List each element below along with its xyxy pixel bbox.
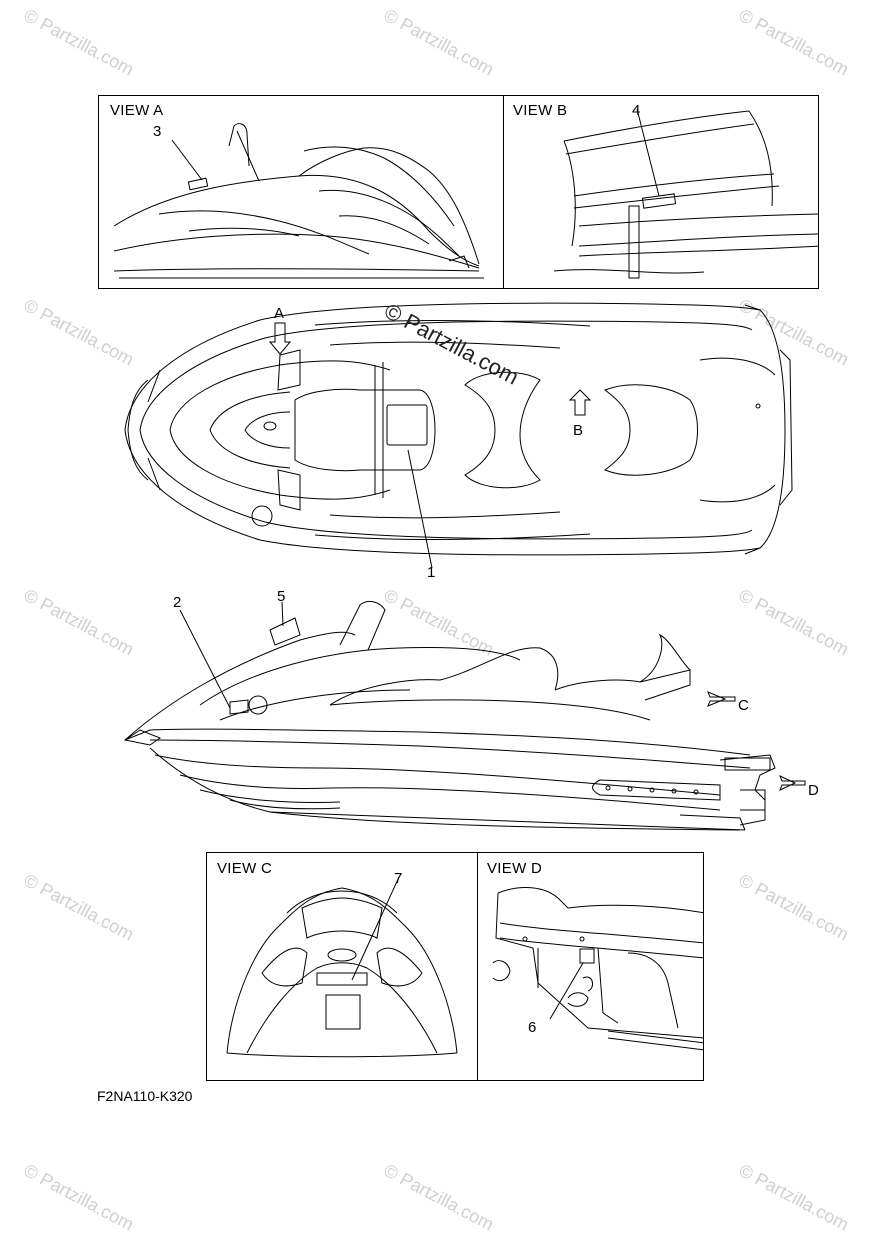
watermark: © Partzilla.com (20, 870, 138, 945)
watermark: © Partzilla.com (735, 870, 853, 945)
view-b-drawing (504, 96, 819, 289)
callout-3: 3 (153, 123, 162, 140)
watermark: © Partzilla.com (20, 5, 138, 80)
watermark: © Partzilla.com (735, 1160, 853, 1235)
top-view-arrow-b-label: B (573, 422, 584, 439)
side-view-drawing (0, 590, 869, 860)
view-a-title: VIEW A (110, 102, 164, 119)
view-d-panel: VIEW D 6 (477, 852, 704, 1081)
callout-2: 2 (173, 594, 182, 611)
view-d-drawing (478, 853, 704, 1081)
side-view-arrow-c-label: C (738, 697, 749, 714)
view-b-title: VIEW B (513, 102, 568, 119)
watermark: © Partzilla.com (20, 1160, 138, 1235)
view-a-panel: VIEW A 3 (98, 95, 504, 289)
watermark: © Partzilla.com (380, 5, 498, 80)
top-view-arrow-a-label: A (274, 305, 285, 322)
callout-7: 7 (394, 870, 403, 887)
callout-5: 5 (277, 588, 286, 605)
top-view-drawing (0, 290, 869, 580)
watermark: © Partzilla.com (735, 5, 853, 80)
watermark: © Partzilla.com (380, 1160, 498, 1235)
side-view-arrow-d-label: D (808, 782, 819, 799)
view-b-panel: VIEW B 4 (503, 95, 819, 289)
figure-code: F2NA110-K320 (97, 1088, 193, 1104)
callout-1: 1 (427, 564, 436, 581)
view-c-drawing (207, 853, 478, 1081)
view-c-panel: VIEW C 7 (206, 852, 478, 1081)
callout-6: 6 (528, 1019, 537, 1036)
view-d-title: VIEW D (487, 860, 543, 877)
callout-4: 4 (632, 102, 641, 119)
view-a-drawing (99, 96, 504, 289)
view-c-title: VIEW C (217, 860, 273, 877)
